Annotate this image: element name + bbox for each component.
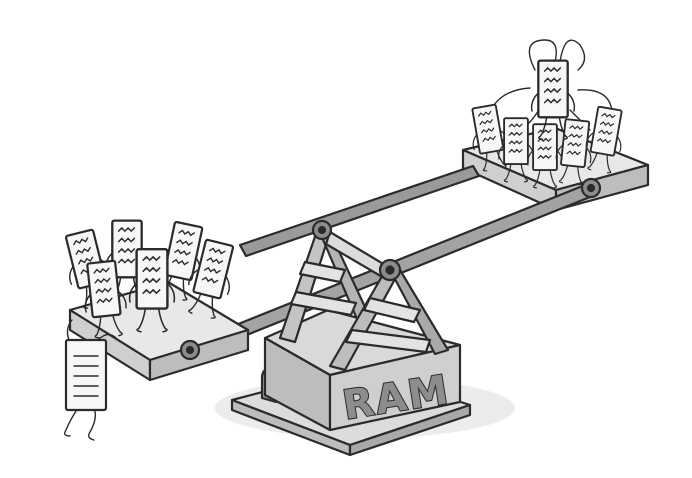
a-frame (278, 226, 450, 372)
pivot-joints (179, 177, 602, 361)
climbing-document-character (63, 319, 117, 441)
ram-machine: RAM (230, 226, 472, 457)
right-crowd (465, 39, 629, 189)
